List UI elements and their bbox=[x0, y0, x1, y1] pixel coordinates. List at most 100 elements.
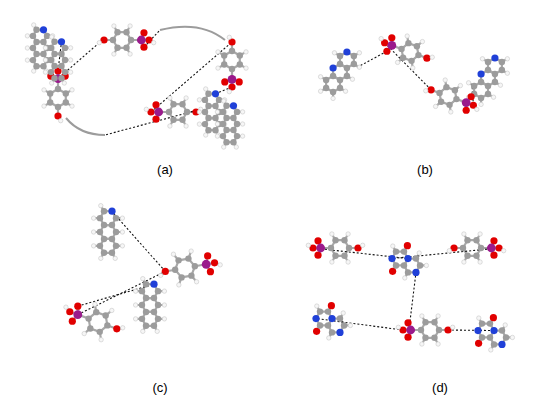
atom bbox=[166, 109, 172, 115]
atom bbox=[48, 69, 54, 75]
atom bbox=[240, 122, 244, 126]
atom bbox=[223, 139, 229, 145]
atom bbox=[314, 252, 321, 259]
atom bbox=[393, 248, 399, 254]
atom bbox=[212, 115, 218, 121]
atom bbox=[413, 255, 419, 261]
atom bbox=[323, 85, 329, 91]
atom bbox=[42, 88, 46, 92]
atom bbox=[318, 75, 322, 79]
atom bbox=[97, 229, 103, 235]
atom bbox=[216, 50, 220, 54]
atom bbox=[68, 70, 72, 74]
atom bbox=[405, 40, 411, 46]
atom bbox=[150, 281, 157, 288]
hydrogen-bond bbox=[78, 271, 166, 314]
atom bbox=[395, 60, 399, 64]
atom bbox=[113, 256, 117, 260]
atom bbox=[123, 29, 129, 35]
atom bbox=[443, 78, 447, 82]
atom bbox=[478, 245, 484, 251]
atom bbox=[99, 256, 103, 260]
atom bbox=[473, 253, 479, 259]
atom bbox=[351, 61, 357, 67]
atom bbox=[40, 39, 46, 45]
atom bbox=[503, 323, 507, 327]
atom bbox=[477, 70, 484, 77]
atom bbox=[68, 46, 72, 50]
atom bbox=[317, 308, 323, 314]
atom bbox=[230, 102, 237, 109]
atom bbox=[63, 90, 69, 96]
atom bbox=[133, 303, 137, 307]
atom bbox=[33, 63, 39, 69]
panel-label: (a) bbox=[157, 162, 173, 178]
atom bbox=[143, 295, 149, 301]
atom bbox=[462, 260, 466, 264]
atom bbox=[403, 276, 407, 280]
atom bbox=[387, 41, 396, 50]
atom bbox=[430, 55, 434, 59]
atom bbox=[204, 133, 208, 137]
atom bbox=[97, 41, 101, 45]
atom bbox=[510, 335, 514, 339]
atom bbox=[389, 268, 396, 275]
atom bbox=[222, 99, 226, 103]
atom bbox=[43, 58, 47, 62]
atom bbox=[120, 244, 124, 248]
atom bbox=[93, 302, 97, 306]
atom bbox=[123, 45, 129, 51]
atom bbox=[42, 104, 46, 108]
atom bbox=[433, 104, 437, 108]
atom bbox=[48, 57, 54, 63]
atom bbox=[317, 322, 323, 328]
atom bbox=[162, 303, 166, 307]
atom bbox=[230, 127, 236, 133]
atom bbox=[341, 311, 345, 315]
hydrogen-bond bbox=[58, 43, 99, 79]
atom bbox=[418, 327, 424, 333]
atom bbox=[58, 51, 64, 57]
atom bbox=[240, 134, 244, 138]
atom bbox=[328, 245, 334, 251]
atom bbox=[62, 81, 66, 85]
atom bbox=[325, 308, 331, 314]
atom bbox=[236, 78, 243, 85]
atom bbox=[228, 75, 237, 84]
atom bbox=[110, 308, 114, 312]
atom bbox=[404, 334, 411, 341]
atom bbox=[474, 327, 481, 334]
atom bbox=[40, 63, 46, 69]
atom bbox=[109, 250, 115, 256]
atom bbox=[462, 232, 466, 236]
atom bbox=[139, 302, 145, 308]
atom bbox=[498, 341, 505, 348]
atom bbox=[112, 24, 116, 28]
atom bbox=[216, 66, 220, 70]
atom bbox=[404, 255, 411, 262]
atom bbox=[306, 243, 310, 247]
atom bbox=[101, 250, 107, 256]
atom bbox=[64, 305, 68, 309]
atom bbox=[59, 118, 63, 122]
atom bbox=[68, 58, 72, 62]
atom bbox=[140, 44, 147, 51]
atom bbox=[184, 124, 188, 128]
atom bbox=[491, 54, 498, 61]
atom bbox=[490, 252, 497, 259]
atom bbox=[91, 216, 95, 220]
atom bbox=[453, 96, 459, 102]
bond bbox=[66, 118, 105, 135]
atom bbox=[424, 89, 428, 93]
atom bbox=[341, 237, 347, 243]
atom bbox=[360, 243, 364, 247]
atom bbox=[189, 249, 193, 253]
atom bbox=[480, 57, 484, 61]
atom bbox=[337, 53, 343, 59]
atom bbox=[120, 216, 124, 220]
atom bbox=[332, 253, 338, 259]
atom bbox=[344, 65, 350, 71]
atom bbox=[143, 281, 149, 287]
atom bbox=[101, 222, 107, 228]
atom bbox=[179, 101, 185, 107]
